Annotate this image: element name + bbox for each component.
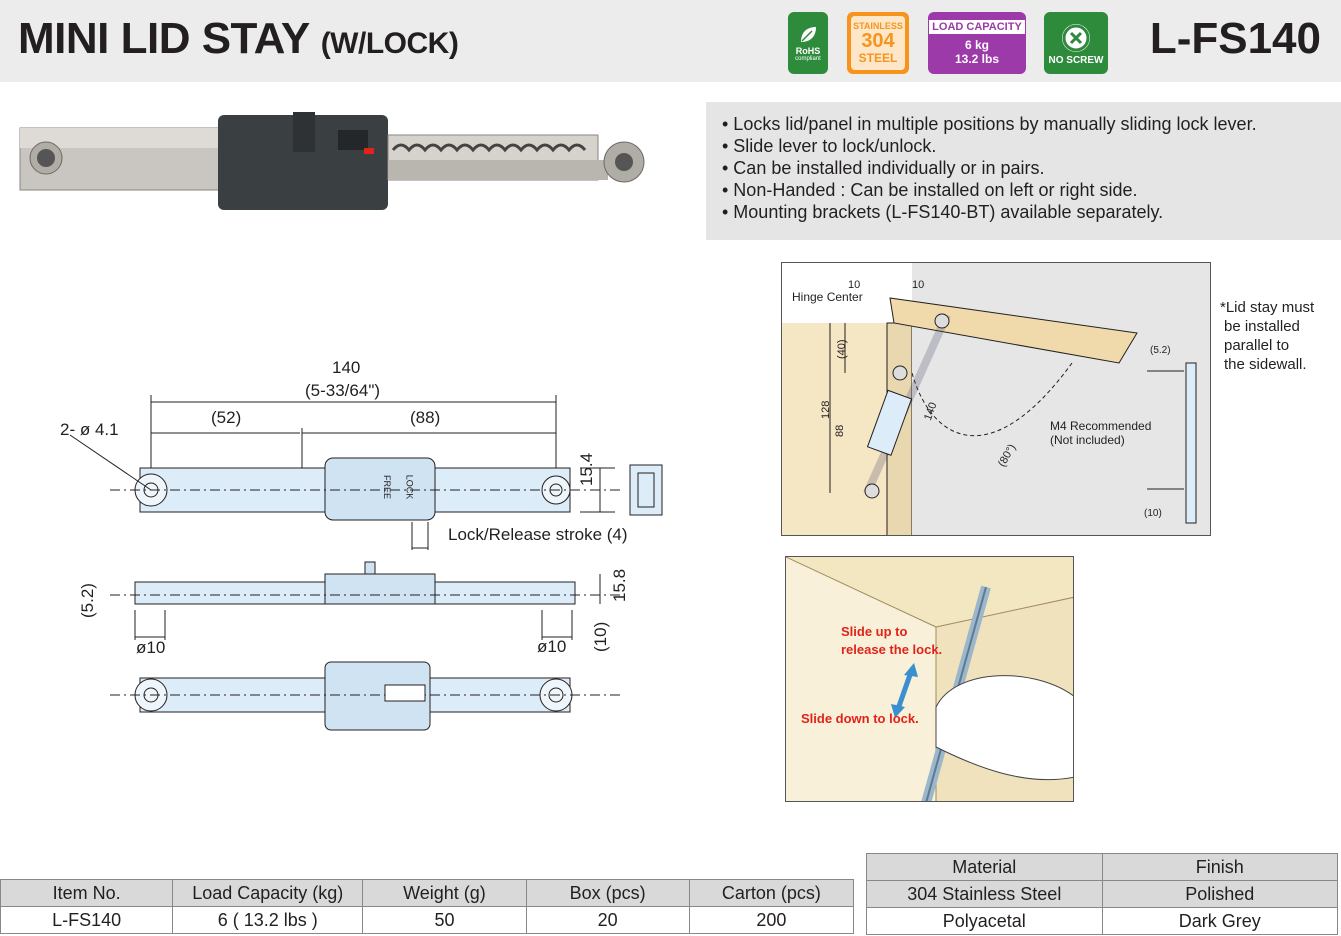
table-cell: 6 ( 13.2 lbs ) <box>172 906 364 934</box>
technical-drawing <box>69 395 663 731</box>
stainless-steel-badge: STAINLESS 304 STEEL <box>847 12 909 74</box>
dim-gap: (10) <box>591 621 610 652</box>
product-photo <box>19 112 645 210</box>
table-header-row: Item No. Load Capacity (kg) Weight (g) B… <box>0 879 855 907</box>
table-header: Box (pcs) <box>525 879 690 907</box>
dim-overall: 140 <box>332 358 361 377</box>
free-label: FREE <box>382 474 393 500</box>
side-dim-10: (10) <box>1144 508 1162 519</box>
table-header: Carton (pcs) <box>688 879 855 907</box>
note-line: be installed <box>1224 318 1300 335</box>
table-cell: Dark Grey <box>1101 907 1339 935</box>
table-cell: Polyacetal <box>866 907 1103 935</box>
feature-list: • Locks lid/panel in multiple positions … <box>706 102 1341 240</box>
dim-10-right: 10 <box>912 279 925 291</box>
usage-illustration: Slide up to release the lock. Slide down… <box>785 556 1074 802</box>
header-bar <box>0 0 1341 82</box>
dim-dia-right: ø10 <box>537 637 567 656</box>
dim-10-left: 10 <box>848 279 861 291</box>
table-header: Finish <box>1101 853 1339 881</box>
table-header-row: Material Finish <box>866 853 1339 881</box>
dim-stroke: Lock/Release stroke (4) <box>448 525 628 544</box>
side-dim-52: (5.2) <box>1150 345 1171 356</box>
note-line: parallel to <box>1224 337 1290 354</box>
table-cell: 304 Stainless Steel <box>866 880 1103 908</box>
feature-item: • Slide lever to lock/unlock. <box>722 136 937 156</box>
dim-right-span: (88) <box>410 408 441 427</box>
note-line: the sidewall. <box>1224 356 1307 373</box>
load-title: LOAD CAPACITY <box>929 20 1025 34</box>
parallel-note: *Lid stay must be installed parallel to … <box>1220 298 1314 374</box>
load-capacity-badge: LOAD CAPACITY 6 kg 13.2 lbs <box>928 12 1026 74</box>
table-row: 304 Stainless Steel Polished <box>866 880 1339 908</box>
slide-up-label: Slide up to <box>841 624 908 639</box>
no-screw-label: NO SCREW <box>1048 54 1104 66</box>
installation-diagram: 10 10 Hinge Center (40) 128 88 140 (80°)… <box>781 262 1211 536</box>
load-kg: 6 kg <box>964 38 989 52</box>
steel-bottom-label: STEEL <box>858 51 898 65</box>
dim-40: (40) <box>836 339 848 359</box>
spec-table: Item No. Load Capacity (kg) Weight (g) B… <box>0 879 855 934</box>
model-number: L-FS140 <box>1149 14 1321 63</box>
dim-height: 15.4 <box>577 452 596 486</box>
table-cell: 50 <box>362 906 527 934</box>
lock-label: LOCK <box>404 474 415 500</box>
title-main: MINI LID STAY <box>18 14 309 63</box>
no-screw-icon <box>1062 23 1090 52</box>
slide-up-label-2: release the lock. <box>841 642 943 657</box>
table-row: Polyacetal Dark Grey <box>866 907 1339 935</box>
dim-88: 88 <box>834 424 846 437</box>
rohs-sublabel: compliant <box>795 56 821 62</box>
dim-dia-left: ø10 <box>136 638 166 657</box>
feature-item: • Can be installed individually or in pa… <box>722 158 1045 178</box>
table-cell: L-FS140 <box>0 906 174 934</box>
table-cell: 200 <box>688 906 855 934</box>
table-cell: 20 <box>525 906 690 934</box>
m4-sublabel: (Not included) <box>1050 433 1125 447</box>
table-header: Material <box>866 853 1103 881</box>
hinge-center-label: Hinge Center <box>792 290 863 304</box>
feature-item: • Non-Handed : Can be installed on left … <box>722 180 1138 200</box>
slide-down-label: Slide down to lock. <box>801 711 919 726</box>
leaf-icon <box>801 27 816 42</box>
m4-label: M4 Recommended <box>1050 419 1152 433</box>
table-row: L-FS140 6 ( 13.2 lbs ) 50 20 200 <box>0 906 855 934</box>
rohs-badge: RoHS compliant <box>788 12 828 74</box>
dim-hole: 2- ø 4.1 <box>60 420 119 439</box>
steel-top-label: STAINLESS <box>853 21 903 31</box>
title-sub: (W/LOCK) <box>320 27 459 60</box>
feature-item: • Mounting brackets (L-FS140-BT) availab… <box>722 202 1164 222</box>
dim-left-span: (52) <box>211 408 242 427</box>
table-header: Load Capacity (kg) <box>172 879 364 907</box>
dim-overall-inch: (5-33/64") <box>305 381 381 400</box>
dim-thickness: 15.8 <box>610 568 629 602</box>
table-cell: Polished <box>1101 880 1339 908</box>
steel-grade-label: 304 <box>861 30 895 52</box>
material-table: Material Finish 304 Stainless Steel Poli… <box>866 853 1339 935</box>
table-header: Item No. <box>0 879 174 907</box>
page-title: MINI LID STAY (W/LOCK) <box>18 14 459 64</box>
load-lbs: 13.2 lbs <box>954 52 1000 66</box>
note-line: *Lid stay must <box>1220 299 1315 316</box>
rohs-label: RoHS <box>795 46 821 56</box>
table-header: Weight (g) <box>362 879 527 907</box>
no-screw-badge: NO SCREW <box>1044 12 1108 74</box>
feature-item: • Locks lid/panel in multiple positions … <box>722 114 1257 134</box>
dim-128: 128 <box>820 400 832 419</box>
dim-offset: (5.2) <box>78 583 97 618</box>
